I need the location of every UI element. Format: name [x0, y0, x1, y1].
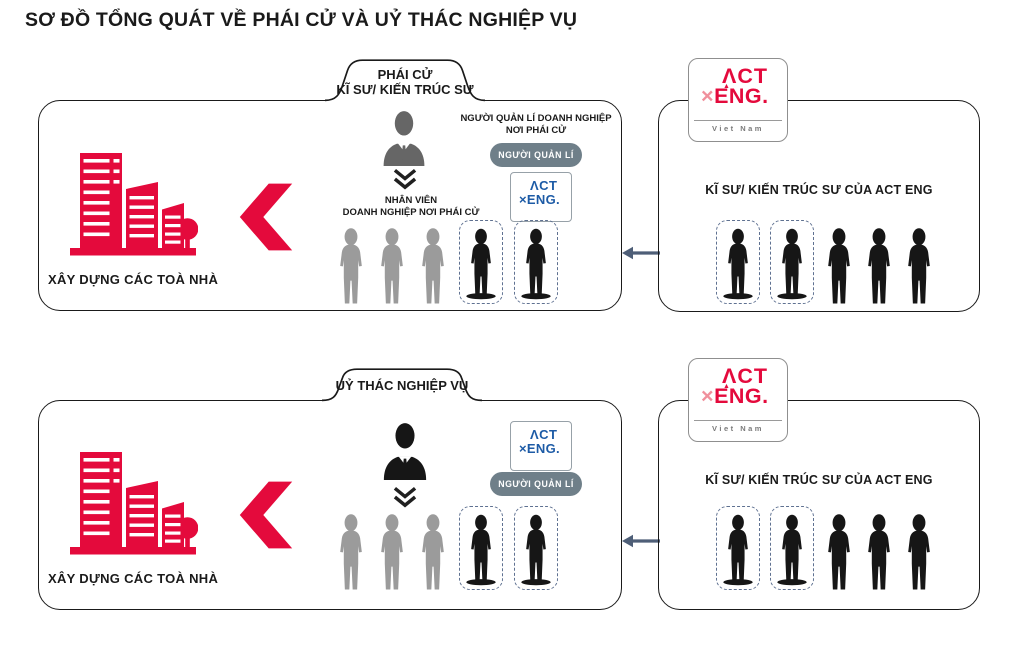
- top-building-label: XÂY DỰNG CÁC TOÀ NHÀ: [48, 272, 219, 287]
- act-eng-logo-eng: ENG.: [714, 384, 769, 408]
- person-figure-black: [465, 513, 497, 587]
- act-eng-vietnam-logo-bottom: ΛCT ▲ ×ENG. Viet Nam: [688, 358, 788, 442]
- person-figure-gray: [336, 228, 366, 304]
- person-figure-black: [520, 227, 552, 301]
- person-figure-gray: [418, 514, 448, 590]
- person-figure-black: [904, 228, 934, 304]
- arrow-left-icon: [621, 245, 661, 261]
- act-eng-logo-line2: ×ENG.: [701, 84, 769, 109]
- top-manager-caption: NGƯỜI QUẢN LÍ DOANH NGHIỆP NƠI PHÁI CỬ: [444, 113, 628, 136]
- person-figure-gray: [377, 228, 407, 304]
- act-eng-logo-line2: ×ENG.: [701, 384, 769, 409]
- highlighted-person-box: [770, 220, 814, 304]
- person-figure-black: [520, 513, 552, 587]
- tab-shape: [322, 368, 482, 405]
- highlighted-person-box: [514, 220, 558, 304]
- person-figure-black: [776, 513, 808, 587]
- act-eng-logo-subtitle: Viet Nam: [712, 124, 764, 133]
- bottom-left-people-row: [336, 506, 558, 590]
- manager-icon: [381, 111, 427, 166]
- highlighted-person-box: [716, 506, 760, 590]
- act-eng-logo-mark: ▲: [723, 83, 730, 90]
- act-eng-small-logo-top: ΛCT ×ENG.: [510, 172, 572, 222]
- act-eng-small-logo-line1: ΛCT: [530, 427, 558, 442]
- person-figure-black: [824, 228, 854, 304]
- act-eng-small-logo-eng: ENG.: [526, 191, 560, 207]
- top-left-people-row: [336, 220, 558, 304]
- top-staff-caption-line2: DOANH NGHIỆP NƠI PHÁI CỬ: [342, 206, 480, 218]
- logo-divider: [694, 120, 782, 121]
- top-tab-label-line2: KĨ SƯ/ KIẾN TRÚC SƯ: [336, 81, 474, 97]
- person-figure-black: [824, 514, 854, 590]
- top-staff-caption-line1: NHÂN VIÊN: [384, 195, 438, 206]
- person-figure-black: [864, 514, 894, 590]
- manager-icon: [381, 423, 429, 480]
- bottom-right-acteng-box: [658, 400, 980, 610]
- act-eng-small-logo-line2: ×ENG.: [519, 192, 560, 207]
- arrow-left-icon: [621, 533, 661, 549]
- person-figure-black: [904, 514, 934, 590]
- act-eng-logo-line1: ΛCT: [722, 64, 768, 88]
- buildings-icon: [66, 448, 198, 558]
- act-eng-logo-line1: ΛCT: [722, 364, 768, 388]
- top-tab-label-line1: PHÁI CỬ: [377, 67, 433, 82]
- buildings-icon: [66, 149, 198, 259]
- act-eng-small-logo-bottom: ΛCT ×ENG.: [510, 421, 572, 471]
- act-eng-small-logo-x: ×: [519, 191, 527, 207]
- tab-shape: [325, 59, 485, 105]
- person-figure-black: [776, 227, 808, 301]
- top-manager-caption-line1: NGƯỜI QUẢN LÍ DOANH NGHIỆP: [460, 113, 612, 124]
- highlighted-person-box: [716, 220, 760, 304]
- person-figure-gray: [377, 514, 407, 590]
- bottom-right-people-row: [716, 506, 934, 590]
- act-eng-small-logo-line2: ×ENG.: [519, 441, 560, 456]
- bottom-right-label: KĨ SƯ/ KIẾN TRÚC SƯ CỦA ACT ENG: [705, 473, 933, 487]
- person-figure-gray: [418, 228, 448, 304]
- act-eng-small-logo-line1: ΛCT: [530, 178, 558, 193]
- bottom-tab-label: UỶ THÁC NGHIỆP VỤ: [335, 377, 469, 393]
- double-chevron-down-icon: [392, 486, 418, 508]
- act-eng-logo-x: ×: [701, 84, 715, 108]
- act-eng-logo-x: ×: [701, 384, 715, 408]
- bottom-tab: UỶ THÁC NGHIỆP VỤ: [322, 368, 482, 405]
- top-right-label: KĨ SƯ/ KIẾN TRÚC SƯ CỦA ACT ENG: [705, 183, 933, 197]
- page-title: SƠ ĐỒ TỔNG QUÁT VỀ PHÁI CỬ VÀ UỶ THÁC NG…: [25, 9, 578, 31]
- top-tab: PHÁI CỬ KĨ SƯ/ KIẾN TRÚC SƯ: [325, 59, 485, 105]
- highlighted-person-box: [459, 220, 503, 304]
- act-eng-vietnam-logo-top: ΛCT ▲ ×ENG. Viet Nam: [688, 58, 788, 142]
- chevron-left-icon: [238, 180, 294, 254]
- act-eng-small-logo-eng: ENG.: [526, 440, 560, 456]
- person-figure-gray: [336, 514, 366, 590]
- chevron-left-icon: [238, 478, 294, 552]
- act-eng-logo-mark: ▲: [723, 383, 730, 390]
- person-figure-black: [465, 227, 497, 301]
- top-manager-caption-line2: NƠI PHÁI CỬ: [505, 124, 567, 136]
- act-eng-logo-subtitle: Viet Nam: [712, 424, 764, 433]
- bottom-building-label: XÂY DỰNG CÁC TOÀ NHÀ: [48, 571, 219, 586]
- double-chevron-down-icon: [392, 168, 418, 190]
- person-figure-black: [722, 227, 754, 301]
- top-right-acteng-box: [658, 100, 980, 312]
- top-right-people-row: [716, 220, 934, 304]
- top-staff-caption: NHÂN VIÊN DOANH NGHIỆP NƠI PHÁI CỬ: [328, 195, 494, 218]
- highlighted-person-box: [514, 506, 558, 590]
- logo-divider: [694, 420, 782, 421]
- act-eng-logo-eng: ENG.: [714, 84, 769, 108]
- top-manager-badge: NGƯỜI QUẢN LÍ: [490, 143, 582, 167]
- act-eng-small-logo-x: ×: [519, 440, 527, 456]
- bottom-manager-badge: NGƯỜI QUẢN LÍ: [490, 472, 582, 496]
- highlighted-person-box: [459, 506, 503, 590]
- person-figure-black: [722, 513, 754, 587]
- highlighted-person-box: [770, 506, 814, 590]
- person-figure-black: [864, 228, 894, 304]
